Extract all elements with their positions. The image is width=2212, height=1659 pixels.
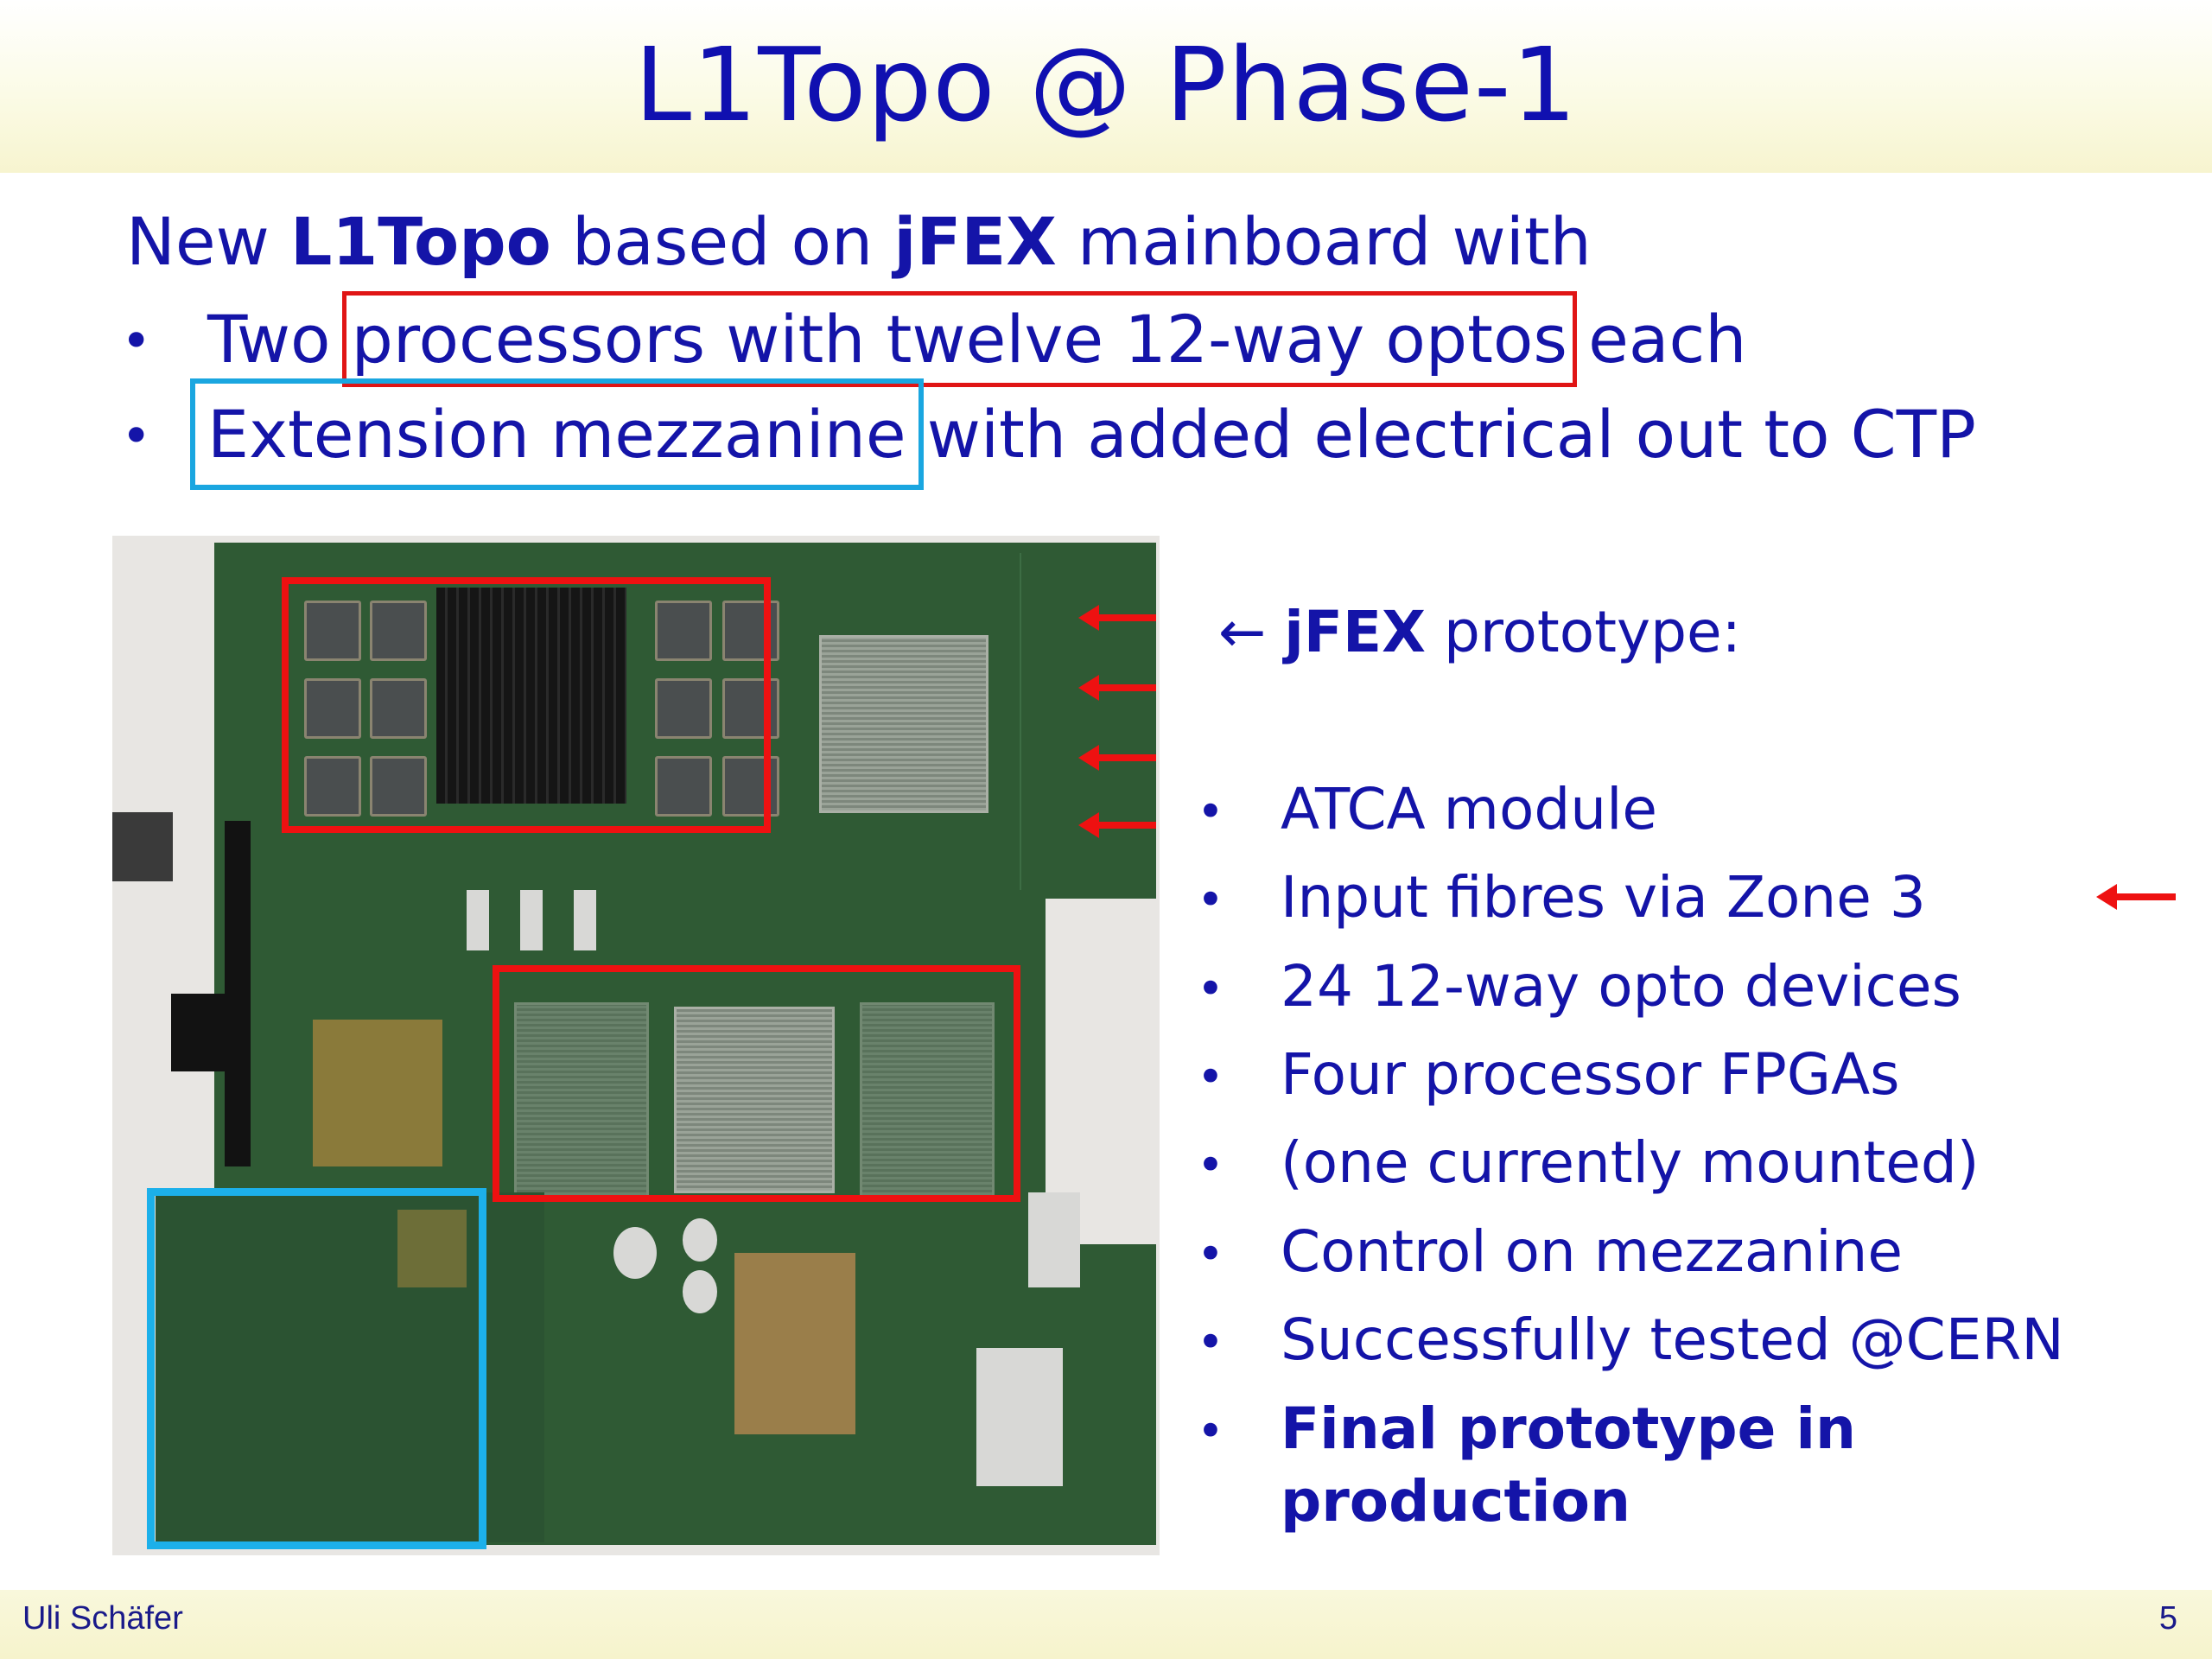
side-heading: ← jFEX prototype: [1218,596,1741,669]
opto-chip [304,678,361,739]
capacitor [683,1270,717,1313]
page-number: 5 [2158,1600,2177,1637]
top-bullet-1-post: each [1567,301,1747,378]
power-module [467,890,489,950]
side-bullet-marker: • [1197,1404,1224,1459]
left-arrow-icon: ← [1218,599,1267,665]
side-bullet-2: Input fibres via Zone 3 [1281,864,1926,931]
input-fibres-arrow [2096,884,2176,910]
opto-footprints-left [514,1002,649,1198]
opto-chip [655,678,712,739]
fpga-main [674,1007,835,1193]
side-connector [171,994,232,1071]
capacitor [613,1227,657,1279]
side-bullet-marker: • [1197,1227,1224,1281]
zone3-arrow-2 [1078,675,1156,701]
opto-chip [304,756,361,817]
red-box-lower-processor [493,965,1020,1202]
side-bullet-marker: • [1197,785,1224,839]
kapton-tape [397,1210,467,1287]
top-bullet-2: Extension mezzanine with added electrica… [190,378,1977,490]
side-bullet-7: Successfully tested @CERN [1281,1306,2064,1373]
side-bullet-marker: • [1197,1138,1224,1192]
footer-author: Uli Schäfer [22,1600,183,1637]
red-box-upper-processor [282,577,771,833]
opto-chip [370,756,427,817]
intro-middle: based on [550,203,894,280]
side-bullet-final-line1: Final prototype in [1281,1395,1857,1462]
side-heading-rest: prototype: [1425,599,1741,665]
title-band [0,0,2212,173]
side-bullet-marker: • [1197,962,1224,1016]
top-bullet-1: Two processors with twelve 12-way optos … [207,291,1747,387]
power-module [520,890,543,950]
side-bullet-5: (one currently mounted) [1281,1129,1980,1196]
board-photo [112,536,1160,1555]
opto-chip [370,678,427,739]
opto-chip [304,601,361,661]
top-bullet-marker-1: • [121,311,152,372]
opto-chip [370,601,427,661]
intro-suffix: mainboard with [1056,203,1592,280]
top-bullet-2-post: with added electrical out to CTP [906,396,1977,473]
board-cutout [1046,899,1160,1244]
side-bullet-3: 24 12-way opto devices [1281,953,1961,1020]
fpga-footprint-gold [313,1020,442,1166]
footer-band [0,1590,2212,1659]
heatsink [436,588,626,804]
top-bullet-1-boxed: processors with twelve 12-way optos [341,291,1577,387]
side-bullet-marker: • [1197,1050,1224,1104]
intro-line: New L1Topo based on jFEX mainboard with [126,199,1592,285]
side-bullet-final-line2: production [1281,1468,1630,1535]
intro-bold-l1topo: L1Topo [289,203,551,280]
side-bullet-marker: • [1197,1315,1224,1370]
blue-box-mezzanine [147,1188,486,1549]
zone3-arrow-3 [1078,745,1156,771]
side-bullet-1: ATCA module [1281,776,1658,842]
top-bullet-marker-2: • [121,406,152,467]
board-zone3-edge [1020,553,1134,890]
ethernet-connector [112,812,173,881]
opto-chip [655,756,712,817]
side-bullet-6: Control on mezzanine [1281,1218,1903,1285]
power-board [734,1253,855,1434]
opto-footprints-right [860,1002,995,1198]
intro-bold-jfex: jFEX [893,203,1057,280]
slide-title: L1Topo @ Phase-1 [634,25,1578,144]
power-module [574,890,596,950]
fpga-footprint [819,635,988,813]
side-heading-bold: jFEX [1284,599,1426,665]
opto-chip [655,601,712,661]
power-connector [976,1348,1063,1486]
side-bullet-marker: • [1197,873,1224,927]
capacitor [683,1218,717,1262]
side-bullet-4: Four processor FPGAs [1281,1041,1900,1108]
zone3-arrow-1 [1078,605,1156,631]
top-bullet-2-boxed: Extension mezzanine [190,378,924,490]
intro-prefix: New [126,203,290,280]
zone3-arrow-4 [1078,812,1156,838]
shelf-connector [1028,1192,1080,1287]
top-bullet-1-pre: Two [207,301,352,378]
